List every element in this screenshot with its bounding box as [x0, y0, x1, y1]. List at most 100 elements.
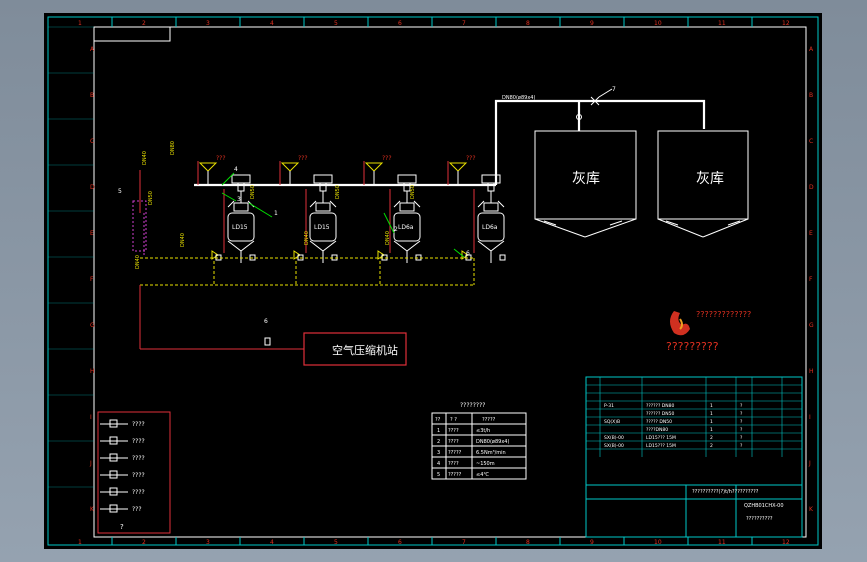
ruler-side-label-right: G [809, 322, 814, 329]
pump-unit-2: ???LD15 [279, 155, 338, 263]
ruler-side-label: I [90, 414, 92, 421]
params-cell: ≤3t/h [476, 428, 490, 434]
pipe-size-label: DN80(ø89x4) [502, 95, 535, 101]
ruler-side-label: D [90, 184, 95, 191]
callout-5: 5 [118, 188, 122, 195]
ruler-side-label: K [90, 506, 95, 513]
ruler-bottom-label: 3 [206, 539, 210, 546]
params-header: ? ? [450, 417, 457, 423]
logo-line-2: ????????? [666, 340, 719, 353]
bom-cell: SQ(X)B [604, 419, 620, 425]
legend-box [97, 411, 171, 534]
pump-unit-4: ???LD6a [447, 155, 506, 263]
callout-label: 2 [394, 226, 398, 233]
legend-item-label: ???? [132, 421, 145, 428]
ruler-bottom-label: 11 [718, 539, 726, 546]
ruler-side-label: E [90, 230, 94, 237]
ruler-side-label-right: A [809, 46, 814, 53]
params-cell: 2 [437, 439, 440, 445]
pipe-dn-label: DN40 [135, 255, 141, 269]
ruler-bottom-label: 12 [782, 539, 790, 546]
hopper-label: LD6a [398, 224, 414, 231]
valve-6-icon [264, 337, 271, 346]
params-cell: ???? [448, 461, 459, 467]
ruler-side-label-right: D [809, 184, 814, 191]
callout-label: 4 [234, 166, 238, 173]
ruler-top-label: 9 [590, 20, 594, 27]
ruler-side-label: B [90, 92, 94, 99]
ruler-bottom-label: 7 [462, 539, 466, 546]
ruler-top-label: 8 [526, 20, 530, 27]
pump-label: ??? [382, 155, 392, 162]
params-header: ????? [482, 417, 496, 423]
legend-item-label: ???? [132, 489, 145, 496]
params-cell: ????? [448, 472, 462, 478]
ruler-side-label-right: I [809, 414, 811, 421]
legend-item-label: ???? [132, 438, 145, 445]
callout-7: 7 [612, 86, 616, 93]
company-name: ?????????? [746, 516, 773, 522]
params-title: ???????? [460, 402, 485, 409]
bom-cell: 1 [710, 411, 713, 417]
bom-cell: 2 [710, 435, 713, 441]
legend-item-label: ???? [132, 472, 145, 479]
params-cell: 4 [437, 461, 440, 467]
bom-cell: ? [740, 403, 743, 409]
corner-box [94, 27, 171, 42]
params-cell: DN80(ø89x4) [476, 439, 509, 445]
pipe-dn-label: DN80 [170, 141, 176, 155]
ruler-bottom-label: 4 [270, 539, 274, 546]
check-valve-icon [576, 114, 582, 120]
pump-group: ???LD15???LD15???LD6a???LD6aDN40DN50DN80… [135, 141, 506, 269]
ruler-bottom-label: 5 [334, 539, 338, 546]
ruler-top-label: 2 [142, 20, 146, 27]
ash-silo-2-label: 灰库 [696, 171, 724, 187]
bom-cell: 1 [710, 403, 713, 409]
logo-line-1: ????????????? [696, 310, 751, 319]
compressor-box [303, 332, 407, 366]
legend-item-label: ??? [132, 506, 142, 513]
params-table: ??? ??????1????≤3t/h2????DN80(ø89x4)3???… [431, 412, 527, 480]
ruler-top-label: 10 [654, 20, 662, 27]
pipe-dn-label: DN50 [250, 185, 256, 199]
compressor-label: 空气压缩机站 [332, 343, 398, 357]
callout-label: 3 [237, 196, 241, 203]
ruler-bottom-label: 8 [526, 539, 530, 546]
params-cell: ???? [448, 439, 459, 445]
ruler-side-label-right: K [809, 506, 814, 513]
pipe-dn-label: DN40 [385, 231, 391, 245]
ash-silo-2 [657, 130, 749, 238]
ruler-side-label-right: F [809, 276, 813, 283]
ruler-top-label: 4 [270, 20, 274, 27]
bom-cell: ? [740, 411, 743, 417]
pump-label: ??? [216, 155, 226, 162]
ruler-top-label: 12 [782, 20, 790, 27]
bom-cell: ?????? DN80 [646, 403, 674, 409]
callout-label: 1 [274, 210, 278, 217]
pipe-dn-label: DN40 [304, 231, 310, 245]
outer-border [47, 16, 819, 546]
drawing-frame [93, 26, 807, 538]
params-cell: ???? [448, 428, 459, 434]
ash-silo-1-label: 灰库 [572, 171, 600, 187]
ruler-top-label: 11 [718, 20, 726, 27]
params-header: ?? [435, 417, 441, 423]
pipe-dn-label: DN40 [180, 233, 186, 247]
callout-6a: 6 [264, 318, 268, 325]
bom-cell: ????? DN50 [646, 419, 672, 425]
ruler-top-label: 5 [334, 20, 338, 27]
pipe-dn-label: DN50 [410, 185, 416, 199]
bom-cell: P-31 [604, 403, 614, 409]
params-cell: 6.5Nm³/min [476, 450, 506, 456]
params-cell: 5 [437, 472, 440, 478]
bom-cell: SX(B)-00 [604, 443, 624, 449]
ruler-bottom-label: 9 [590, 539, 594, 546]
pump-label: ??? [466, 155, 476, 162]
drawing-number: QZHB01CHX-00 [744, 503, 784, 509]
main-pipe [194, 99, 706, 187]
params-cell: 1 [437, 428, 440, 434]
